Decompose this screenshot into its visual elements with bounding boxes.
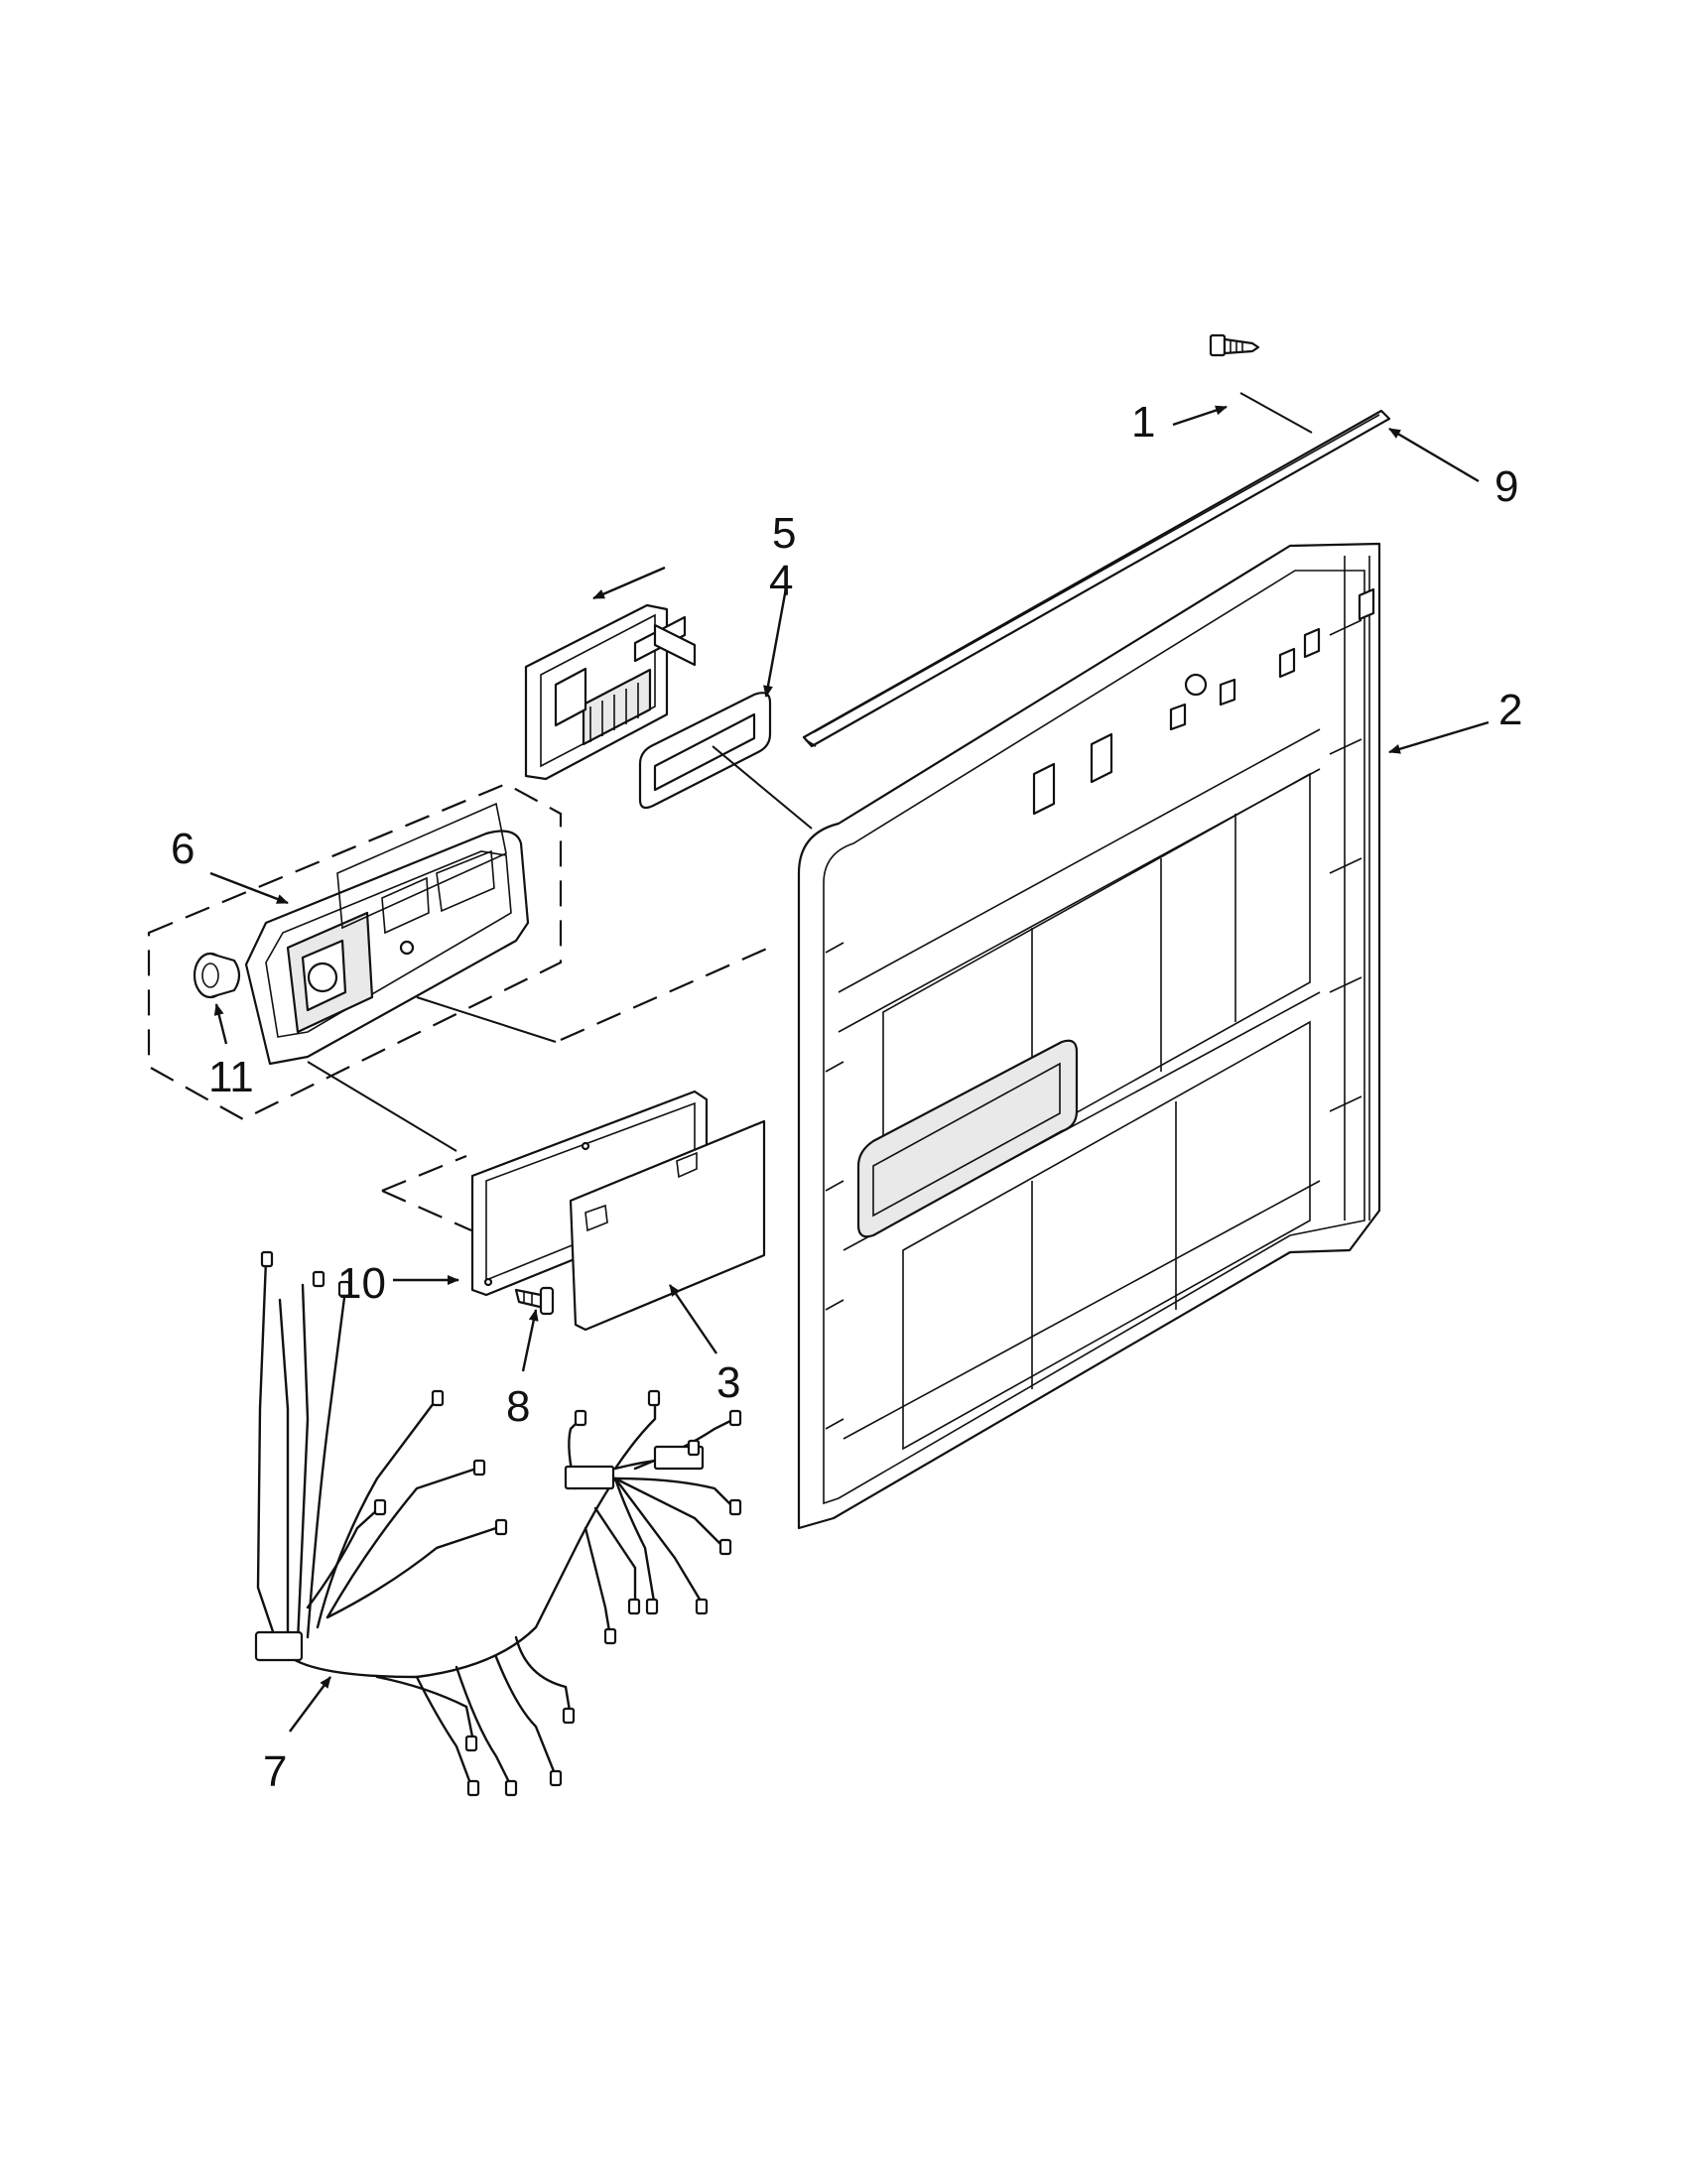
assembly-outline-6 bbox=[147, 782, 563, 1121]
callout-8: 8 bbox=[506, 1382, 530, 1431]
callout-10: 10 bbox=[337, 1259, 386, 1308]
alignment-lines bbox=[307, 392, 1313, 1152]
callout-11: 11 bbox=[208, 1053, 254, 1101]
part-4-gasket bbox=[638, 692, 772, 810]
callout-3: 3 bbox=[716, 1358, 740, 1407]
part-9-top-trim bbox=[802, 409, 1391, 748]
callout-7: 7 bbox=[263, 1747, 287, 1796]
part-5-dispenser-housing bbox=[524, 603, 697, 781]
callout-6: 6 bbox=[171, 825, 195, 873]
callout-5: 5 bbox=[772, 509, 796, 558]
leader-arrows bbox=[209, 405, 1490, 1733]
part-8-screw bbox=[514, 1286, 555, 1316]
part-11-knob bbox=[193, 952, 241, 999]
callout-9: 9 bbox=[1494, 462, 1518, 511]
part-1-screw bbox=[1209, 333, 1260, 357]
callout-2: 2 bbox=[1498, 686, 1522, 734]
part-6-dispenser-assembly bbox=[244, 802, 530, 1066]
part-2-inner-door bbox=[797, 542, 1381, 1530]
callout-4: 4 bbox=[769, 557, 793, 605]
assembly-outline-board bbox=[381, 946, 770, 1232]
part-7-wire-harness bbox=[254, 1250, 742, 1797]
callout-1: 1 bbox=[1131, 398, 1155, 447]
